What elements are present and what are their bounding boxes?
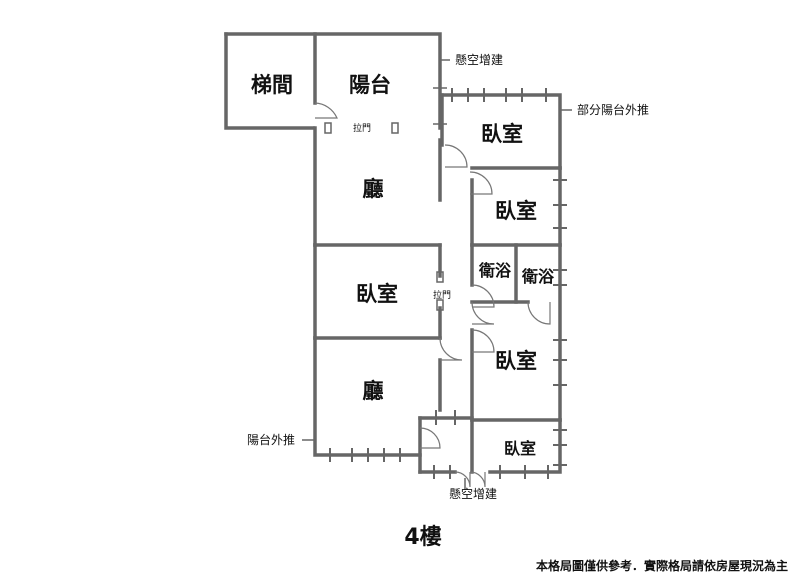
leader-lines xyxy=(302,59,572,490)
room-label-bedroom-1: 臥室 xyxy=(481,122,523,146)
floor-label: 4樓 xyxy=(404,525,441,550)
room-label-stairs: 梯間 xyxy=(251,73,293,97)
room-label-bedroom-3: 臥室 xyxy=(356,282,398,306)
annotation-balcony-pushed: 陽台外推 xyxy=(247,432,295,447)
annotation-sliding-door-2: 拉門 xyxy=(433,289,451,301)
room-label-bedroom-5: 臥室 xyxy=(504,439,536,458)
doors xyxy=(314,102,551,488)
room-label-bedroom-4: 臥室 xyxy=(495,349,537,373)
walls xyxy=(224,32,562,474)
room-label-balcony: 陽台 xyxy=(349,73,391,97)
room-label-bath-1: 衛浴 xyxy=(478,261,512,280)
annotation-sliding-door-1: 拉門 xyxy=(353,122,371,134)
room-label-bedroom-2: 臥室 xyxy=(495,199,537,223)
annotation-overhang-top: 懸空增建 xyxy=(455,53,503,67)
room-label-living-1: 廳 xyxy=(363,177,384,201)
room-label-living-2: 廳 xyxy=(363,379,384,403)
annotation-balcony-partial: 部分陽台外推 xyxy=(577,102,649,117)
annotation-overhang-bottom: 懸空增建 xyxy=(449,487,497,501)
room-label-bath-2: 衛浴 xyxy=(521,267,555,286)
window-marks xyxy=(329,87,567,479)
disclaimer: 本格局圖僅供參考．實際格局請依房屋現況為主 xyxy=(536,558,788,573)
